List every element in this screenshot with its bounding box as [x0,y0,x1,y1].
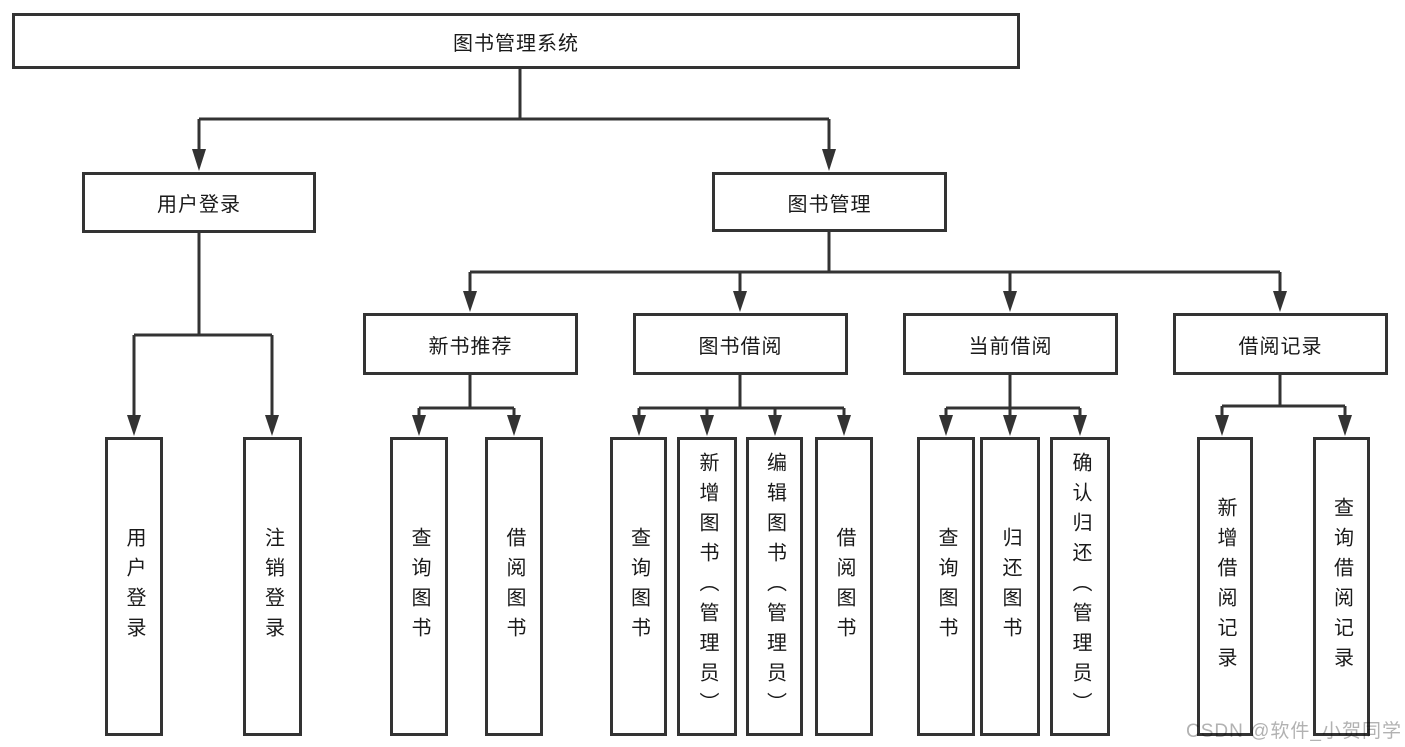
leaf-return-book: 归还图书 [980,437,1040,736]
connector-book-borrow-to-leaves [637,375,846,418]
leaf-add-book-admin-label: 新增图书（管理员） [696,451,718,722]
leaf-confirm-return-admin: 确认归还（管理员） [1050,437,1110,736]
leaf-query-books-3-label: 查询图书 [935,526,957,647]
leaf-query-books-1-label: 查询图书 [408,526,430,647]
node-book-borrow: 图书借阅 [633,313,848,375]
node-book-management: 图书管理 [712,172,947,232]
leaf-borrow-books-1: 借阅图书 [485,437,543,736]
leaf-query-borrow-record-label: 查询借阅记录 [1330,496,1353,677]
connector-current-borrow-to-leaves [944,375,1082,418]
leaf-return-book-label: 归还图书 [999,526,1021,647]
node-borrow-records: 借阅记录 [1173,313,1388,375]
leaf-query-books-2-label: 查询图书 [627,526,650,647]
connector-root-to-level2 [197,69,831,152]
connector-book-management-to-level3 [468,232,1282,294]
connector-user-login-to-leaves [132,233,274,418]
node-book-borrow-label: 图书借阅 [698,335,783,358]
leaf-edit-book-admin: 编辑图书（管理员） [746,437,803,736]
leaf-add-borrow-record: 新增借阅记录 [1197,437,1253,736]
leaf-edit-book-admin-label: 编辑图书（管理员） [763,451,786,722]
leaf-borrow-books-2: 借阅图书 [815,437,873,736]
leaf-user-login-label: 用户登录 [123,526,145,647]
node-root: 图书管理系统 [12,13,1020,69]
leaf-add-borrow-record-label: 新增借阅记录 [1214,496,1236,677]
leaf-borrow-books-1-label: 借阅图书 [503,526,525,647]
connector-new-book-recommend-to-leaves [417,375,516,418]
leaf-query-books-1: 查询图书 [390,437,448,736]
node-user-login-label: 用户登录 [157,194,241,216]
leaf-query-borrow-record: 查询借阅记录 [1313,437,1370,736]
watermark: CSDN @软件_小贺同学 [1186,721,1402,742]
node-borrow-records-label: 借阅记录 [1238,335,1323,358]
leaf-query-books-3: 查询图书 [917,437,975,736]
node-new-book-recommend: 新书推荐 [363,313,578,375]
leaf-user-login: 用户登录 [105,437,163,736]
leaf-logout-label: 注销登录 [261,526,284,647]
node-current-borrow: 当前借阅 [903,313,1118,375]
node-user-login: 用户登录 [82,172,316,233]
node-current-borrow-label: 当前借阅 [968,335,1053,358]
node-book-management-label: 图书管理 [787,193,872,216]
leaf-borrow-books-2-label: 借阅图书 [833,526,855,647]
connector-borrow-records-to-leaves [1220,375,1347,418]
leaf-confirm-return-admin-label: 确认归还（管理员） [1069,451,1091,722]
leaf-logout: 注销登录 [243,437,302,736]
leaf-query-books-2: 查询图书 [610,437,667,736]
node-new-book-recommend-label: 新书推荐 [428,335,513,358]
leaf-add-book-admin: 新增图书（管理员） [677,437,737,736]
node-root-label: 图书管理系统 [453,32,579,55]
arrowheads [127,149,1352,436]
